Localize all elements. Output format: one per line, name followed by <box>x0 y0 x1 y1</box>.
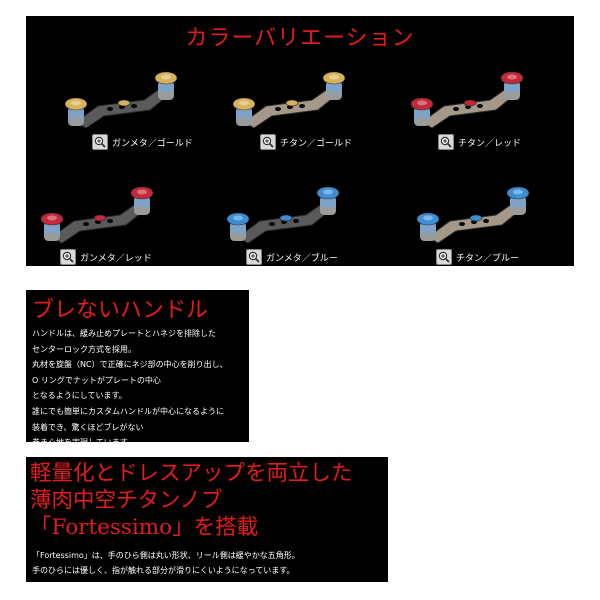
product-label: チタン／ブルー <box>456 253 520 264</box>
product-label: ガンメタ／ブルー <box>266 253 338 264</box>
arm-hole <box>269 222 275 226</box>
handle-knob <box>154 71 178 100</box>
magnifier-glyph <box>62 251 74 263</box>
handle-knob <box>316 186 340 215</box>
description-line: O リングでナットがプレートの中心 <box>32 375 161 385</box>
center-nut <box>279 214 293 222</box>
product-5[interactable]: チタン／ブルー <box>402 171 572 266</box>
arm-hole <box>459 222 465 226</box>
arm-hole <box>293 219 299 223</box>
description-line: 手のひらには優しく、指が触れる部分が滑りにくいようになっています。 <box>32 566 295 575</box>
arm-hole <box>483 219 489 223</box>
product-1[interactable]: チタン／ゴールド <box>226 56 396 151</box>
center-nut <box>463 99 477 107</box>
handle-knob <box>232 97 256 126</box>
arm-hole <box>83 222 89 226</box>
handle-knob <box>226 212 250 241</box>
arm-hole <box>453 107 459 111</box>
heading-line: 「Fortessimo」を搭載 <box>30 515 259 540</box>
stable-handle-description: ハンドルは、緩み止めプレートとハネジを排除した センターロック方式を採用。 丸材… <box>32 326 228 451</box>
description-line: 丸材を旋盤（NC）で正確にネジ部の中心を削り出し、 <box>32 360 228 370</box>
magnifier-plus-icon[interactable] <box>436 249 452 265</box>
arm-hole <box>131 104 137 108</box>
stable-handle-heading: ブレないハンドル <box>32 298 209 323</box>
fortessimo-panel: 軽量化とドレスアップを両立した 薄肉中空チタンノブ 「Fortessimo」を搭… <box>26 457 388 582</box>
magnifier-glyph <box>94 136 106 148</box>
handle-knob <box>322 71 346 100</box>
fortessimo-description: 「Fortessimo」は、手のひら側は丸い形状、リール側は緩やかな五角形。 手… <box>32 548 300 578</box>
color-variation-title: カラーバリエーション <box>185 26 415 51</box>
arm-hole <box>107 107 113 111</box>
handle-knob <box>410 97 434 126</box>
magnifier-glyph <box>248 251 260 263</box>
product-caption[interactable]: ガンメタ／ゴールド <box>92 134 193 150</box>
magnifier-glyph <box>440 136 452 148</box>
product-label: ガンメタ／レッド <box>80 253 152 264</box>
handle-image <box>410 71 524 129</box>
product-caption[interactable]: ガンメタ／レッド <box>60 249 152 265</box>
product-caption[interactable]: チタン／ゴールド <box>260 134 352 150</box>
fortessimo-heading: 軽量化とドレスアップを両立した 薄肉中空チタンノブ 「Fortessimo」を搭… <box>30 460 353 541</box>
magnifier-plus-icon[interactable] <box>246 249 262 265</box>
description-line: 「Fortessimo」は、手のひら側は丸い形状、リール側は緩やかな五角形。 <box>32 551 300 560</box>
arm-hole <box>107 219 113 223</box>
product-0[interactable]: ガンメタ／ゴールド <box>58 56 228 151</box>
magnifier-plus-icon[interactable] <box>60 249 76 265</box>
description-line: 誰にでも簡単にカスタムハンドルが中心になるように <box>32 406 224 416</box>
magnifier-plus-icon[interactable] <box>260 134 276 150</box>
handle-image <box>226 186 340 244</box>
heading-line: 薄肉中空チタンノブ <box>30 488 223 513</box>
product-4[interactable]: ガンメタ／ブルー <box>212 171 382 266</box>
description-line: となるようにしています。 <box>32 391 127 401</box>
product-label: チタン／レッド <box>458 138 522 149</box>
handle-knob <box>506 186 530 215</box>
stable-handle-panel: ブレないハンドル ハンドルは、緩み止めプレートとハネジを排除した センターロック… <box>26 290 249 447</box>
product-label: チタン／ゴールド <box>280 138 353 149</box>
handle-image <box>64 71 178 129</box>
handle-knob <box>500 71 524 100</box>
center-nut <box>469 214 483 222</box>
description-line: 装着でき、驚くほどブレがない <box>32 422 144 432</box>
product-label: ガンメタ／ゴールド <box>112 138 193 149</box>
center-nut <box>117 99 131 107</box>
magnifier-plus-icon[interactable] <box>438 134 454 150</box>
magnifier-glyph <box>438 251 450 263</box>
handle-image <box>416 186 530 244</box>
center-nut <box>93 214 107 222</box>
handle-image <box>40 186 154 244</box>
handle-knob <box>130 186 154 215</box>
arm-hole <box>299 104 305 108</box>
product-3[interactable]: ガンメタ／レッド <box>26 171 196 266</box>
handle-knob <box>40 212 64 241</box>
handle-knob <box>416 212 440 241</box>
magnifier-glyph <box>262 136 274 148</box>
center-nut <box>285 99 299 107</box>
product-caption[interactable]: ガンメタ／ブルー <box>246 249 338 265</box>
arm-hole <box>275 107 281 111</box>
description-line: ハンドルは、緩み止めプレートとハネジを排除した <box>32 329 216 338</box>
product-caption[interactable]: チタン／ブルー <box>436 249 519 265</box>
description-line: 巻き心地を実現しています。 <box>32 438 135 448</box>
handle-knob <box>64 97 88 126</box>
description-line: センターロック方式を採用。 <box>32 344 136 354</box>
magnifier-plus-icon[interactable] <box>92 134 108 150</box>
product-caption[interactable]: チタン／レッド <box>438 134 521 150</box>
heading-line: 軽量化とドレスアップを両立した <box>30 461 353 486</box>
product-2[interactable]: チタン／レッド <box>404 56 574 151</box>
color-variation-panel: カラーバリエーション ガンメタ／ゴールド チタン／ゴールド チタン／レッド ガン… <box>26 16 574 266</box>
arm-hole <box>477 104 483 108</box>
handle-image <box>232 71 346 129</box>
